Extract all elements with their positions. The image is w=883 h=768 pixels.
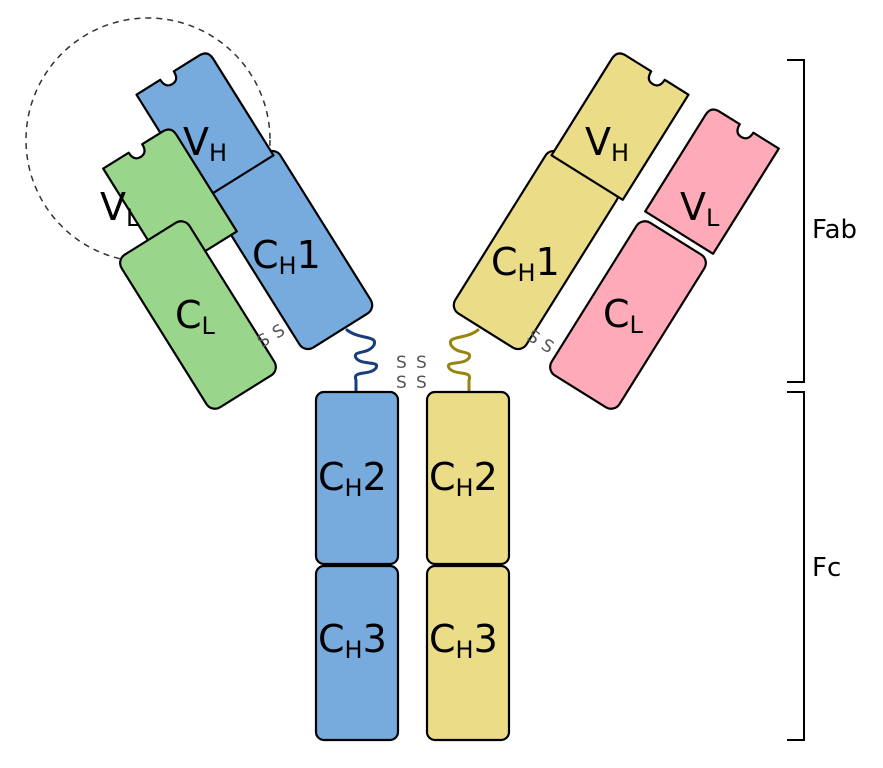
right-vh-domain: [550, 52, 690, 201]
right-ch2-label: CH2: [429, 455, 498, 502]
left-vl-domain: [102, 128, 238, 275]
right-cl-label: CL: [603, 292, 644, 339]
ss-right-arm-2: S: [537, 335, 557, 358]
fab-label: Fab: [812, 215, 857, 245]
left-vh-domain: [135, 52, 275, 201]
left-ch3-label: CH3: [318, 617, 387, 664]
left-ch2-label: CH2: [318, 455, 387, 502]
left-cl-domain: [119, 220, 277, 410]
left-ch1-label: CH1: [252, 233, 321, 280]
left-ch3-domain: [314, 564, 400, 742]
ss-hinge-1a: S: [396, 353, 407, 373]
right-ch2-domain: [425, 390, 511, 566]
right-ch1-label: CH1: [491, 240, 560, 287]
left-hinge: [345, 328, 379, 394]
right-ch3-domain: [425, 564, 511, 742]
right-vh-label: VH: [585, 120, 629, 167]
left-ch2-domain: [314, 390, 400, 566]
left-heavy-chain-arm: [102, 52, 374, 410]
left-cl-label: CL: [175, 293, 216, 340]
left-vl-label: VL: [100, 185, 140, 232]
left-vh-label: VH: [183, 120, 227, 167]
fc-bracket: [787, 391, 805, 741]
right-vl-label: VL: [680, 185, 720, 232]
right-cl-domain: [549, 220, 707, 410]
ss-hinge-2b: S: [416, 373, 427, 393]
ss-hinge-2a: S: [396, 373, 407, 393]
right-vl-domain: [644, 108, 780, 255]
fc-label: Fc: [812, 553, 841, 583]
ss-hinge-1b: S: [416, 353, 427, 373]
right-ch3-label: CH3: [429, 617, 498, 664]
right-hinge: [446, 328, 480, 394]
fab-bracket: [787, 59, 805, 383]
right-heavy-chain-arm: [452, 52, 780, 410]
